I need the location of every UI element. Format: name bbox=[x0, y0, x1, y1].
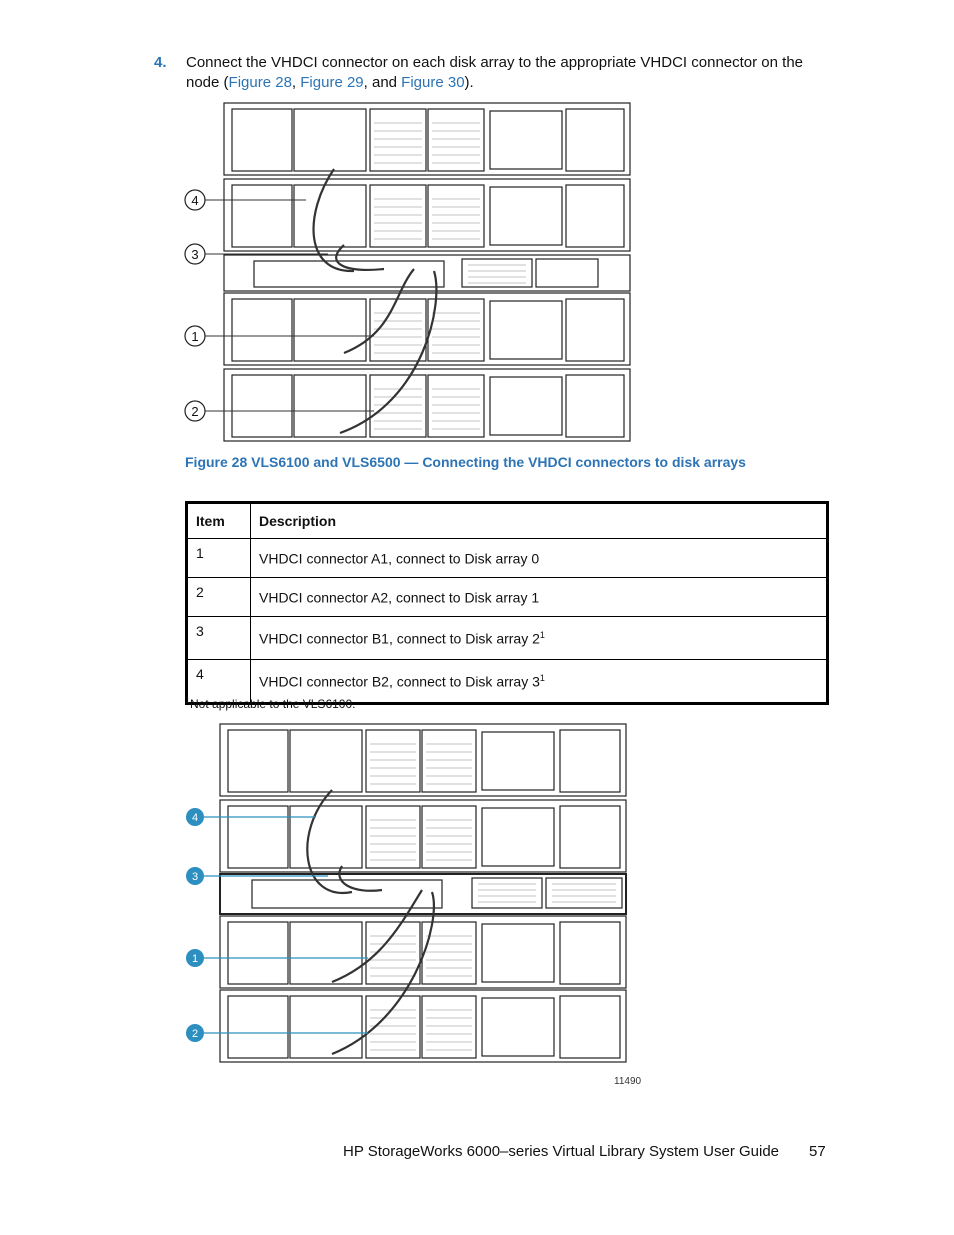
link-figure-30[interactable]: Figure 30 bbox=[401, 74, 465, 91]
disk-array-enclosure bbox=[223, 178, 631, 252]
table-header-item: Item bbox=[186, 502, 251, 539]
callout-label: 2 bbox=[191, 404, 198, 419]
disk-array-enclosure bbox=[223, 292, 631, 366]
figure-rack-diagram-color: 4 3 1 2 11490 bbox=[182, 722, 642, 1090]
callout-label: 4 bbox=[192, 812, 198, 824]
rack-diagram-bw bbox=[204, 102, 631, 442]
link-figure-28[interactable]: Figure 28 bbox=[228, 74, 292, 91]
figure-caption: Figure 28 VLS6100 and VLS6500 — Connecti… bbox=[185, 454, 746, 470]
table-header-description: Description bbox=[250, 502, 828, 539]
callout-label: 3 bbox=[191, 247, 198, 262]
disk-array-enclosure bbox=[223, 102, 631, 176]
vhdci-cables bbox=[306, 789, 435, 1056]
table-row: 2 VHDCI connector A2, connect to Disk ar… bbox=[186, 577, 828, 617]
callout-label: 3 bbox=[192, 871, 198, 883]
table-row: 1 VHDCI connector A1, connect to Disk ar… bbox=[186, 538, 828, 578]
vhdci-cables bbox=[312, 168, 438, 435]
item-description-table: Item Description 1 VHDCI connector A1, c… bbox=[185, 501, 829, 705]
step-text: Connect the VHDCI connector on each disk… bbox=[186, 54, 803, 91]
callout-label: 1 bbox=[191, 329, 198, 344]
page-number: 57 bbox=[809, 1143, 826, 1160]
node-chassis bbox=[223, 254, 631, 292]
figure-id-label: 11490 bbox=[614, 1076, 642, 1087]
disk-array-enclosure bbox=[223, 368, 631, 442]
callout-label: 2 bbox=[192, 1028, 198, 1040]
table-row: 4 VHDCI connector B2, connect to Disk ar… bbox=[186, 659, 828, 704]
figure-28-diagram bbox=[204, 102, 632, 443]
callout-leader-lines bbox=[204, 816, 368, 1034]
footer-title: HP StorageWorks 6000–series Virtual Libr… bbox=[343, 1143, 780, 1160]
callout-label: 1 bbox=[192, 953, 198, 965]
table-row: 3 VHDCI connector B1, connect to Disk ar… bbox=[186, 616, 828, 660]
callout-badges bbox=[186, 808, 204, 1042]
step-4: 4. Connect the VHDCI connector on each d… bbox=[154, 53, 824, 93]
step-number: 4. bbox=[154, 54, 167, 71]
figure-28-callouts: 4 3 1 2 bbox=[184, 189, 206, 422]
rack-diagram-color: 4 3 1 2 11490 bbox=[186, 723, 642, 1087]
table-footnote: 1Not applicable to the VLS6100. bbox=[185, 695, 356, 711]
callout-label: 4 bbox=[191, 193, 198, 208]
link-figure-29[interactable]: Figure 29 bbox=[300, 74, 364, 91]
